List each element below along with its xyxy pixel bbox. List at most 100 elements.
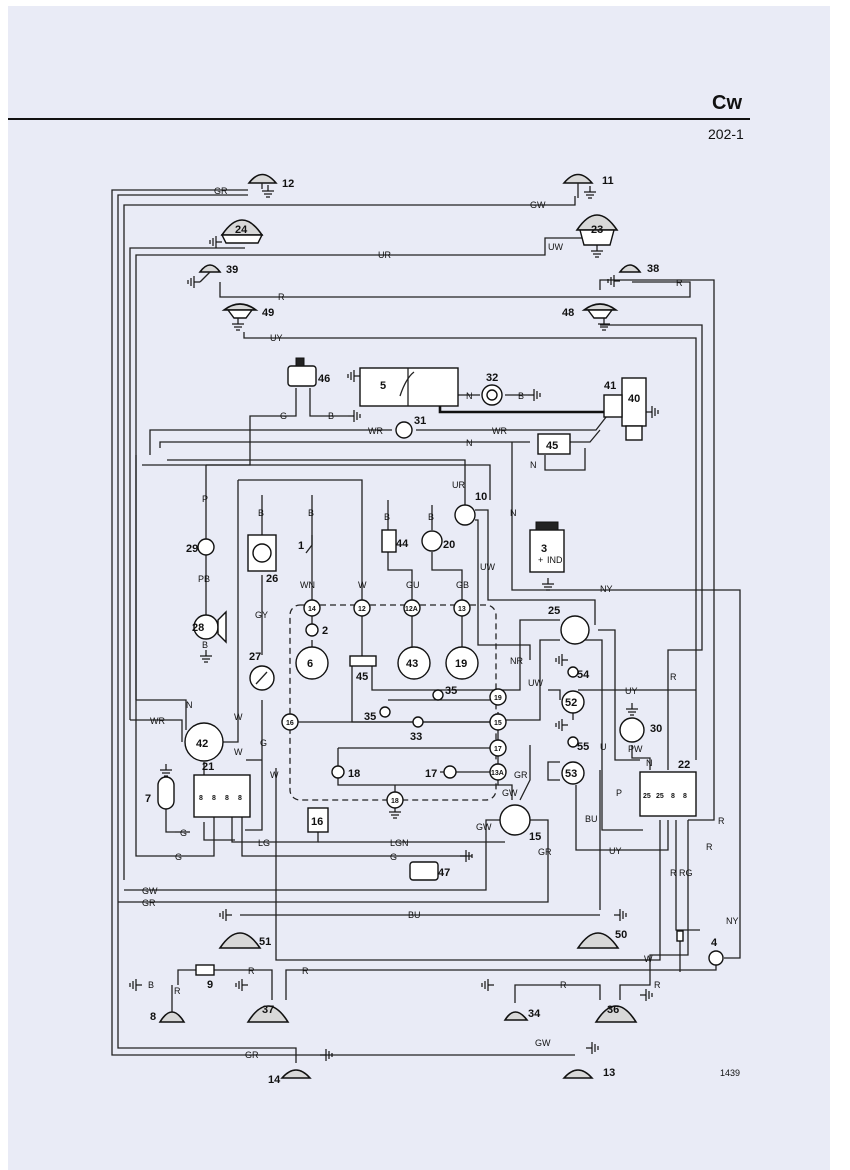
svg-text:BU: BU [408,910,421,920]
component-12: 12 [247,173,294,198]
svg-text:B: B [148,980,154,990]
node-16: 16 [281,713,299,731]
component-16: 16 [307,807,329,833]
label-35a: 35 [445,685,457,697]
svg-text:N: N [510,508,517,518]
label-11: 11 [602,175,614,187]
component-34: 34 [481,978,541,1021]
fuse22-1: 25 [643,793,651,800]
svg-text:P: P [202,494,208,504]
label-13: 13 [603,1067,615,1079]
label-36: 36 [607,1004,619,1016]
component-19: 19 [445,646,479,680]
component-10: 10 [454,491,487,526]
svg-text:GR: GR [514,770,528,780]
svg-text:WN: WN [300,580,315,590]
label-18: 18 [348,768,360,780]
svg-text:N: N [186,700,193,710]
component-54: 54 [555,653,590,681]
label-35b: 35 [364,711,376,723]
label-21: 21 [202,761,214,773]
svg-text:R: R [706,842,713,852]
component-36: 36 [594,988,653,1023]
label-40: 40 [628,393,640,405]
label-27: 27 [249,651,261,663]
label-45a: 45 [546,440,558,452]
component-24: 24 [209,219,264,249]
fuse21-1: 8 [199,795,203,802]
label-38: 38 [647,263,659,275]
svg-text:NY: NY [726,916,739,926]
node-13: 13 [453,599,471,617]
label-15: 15 [529,831,541,843]
svg-text:R: R [718,816,725,826]
label-22: 22 [678,759,690,771]
label-25: 25 [548,605,560,617]
label-43: 43 [406,658,418,670]
svg-text:GW: GW [502,788,518,798]
svg-text:W: W [234,712,243,722]
svg-text:UR: UR [378,250,391,260]
svg-text:14: 14 [308,606,316,613]
component-29: 29 [186,538,215,556]
label-9: 9 [207,979,213,991]
component-55: 55 [555,718,589,753]
label-20: 20 [443,539,455,551]
svg-text:GW: GW [142,886,158,896]
svg-text:U: U [600,742,607,752]
component-46: 46 [287,357,361,423]
node-17: 17 [489,739,507,757]
component-23: 23 [575,214,619,258]
component-7: 7 [145,763,175,810]
svg-text:UW: UW [548,242,563,252]
svg-text:P: P [616,788,622,798]
svg-text:GW: GW [476,822,492,832]
node-18: 18 [386,791,404,809]
svg-text:NY: NY [600,584,613,594]
fuse-block-21: 21 8 8 8 8 [193,761,251,818]
svg-text:19: 19 [494,695,502,702]
component-9: 9 [195,964,215,991]
svg-text:R: R [670,672,677,682]
figure-reference: 1439 [720,1068,741,1078]
label-7: 7 [145,793,151,805]
svg-text:G: G [390,852,397,862]
fuse22-2: 25 [656,793,664,800]
label-24: 24 [235,224,248,236]
fuse22-4: 8 [683,793,687,800]
svg-text:W: W [644,954,653,964]
svg-text:B: B [328,411,334,421]
node-12a: 12A [403,599,421,617]
component-14: 14 [268,1048,333,1086]
component-15: 15 [499,804,541,843]
svg-text:LG: LG [258,838,270,848]
component-39: 39 [187,264,238,289]
svg-text:B: B [308,508,314,518]
wire-color-labels: GR GW UR UW R R UY G B N B WR WR N N UR … [142,186,739,1060]
component-28: 28 [192,610,227,663]
svg-text:G: G [180,828,187,838]
svg-text:GR: GR [142,898,156,908]
svg-text:GW: GW [535,1038,551,1048]
svg-text:GW: GW [530,200,546,210]
label-31: 31 [414,415,426,427]
svg-text:N: N [646,758,653,768]
label-28: 28 [192,622,204,634]
svg-text:G: G [175,852,182,862]
svg-text:R: R [654,980,661,990]
label-34: 34 [528,1008,541,1020]
svg-text:BU: BU [585,814,598,824]
svg-text:RG: RG [679,868,693,878]
label-45b: 45 [356,671,368,683]
svg-text:R: R [248,966,255,976]
component-25: 25 [548,605,590,645]
component-38: 38 [607,263,659,288]
component-37: 37 [235,978,290,1023]
component-6: 6 [295,646,329,680]
svg-text:GB: GB [456,580,469,590]
diagram-sheet [8,6,830,1170]
label-51: 51 [259,936,271,948]
label-33: 33 [410,731,422,743]
label-42: 42 [196,738,208,750]
svg-text:16: 16 [286,720,294,727]
